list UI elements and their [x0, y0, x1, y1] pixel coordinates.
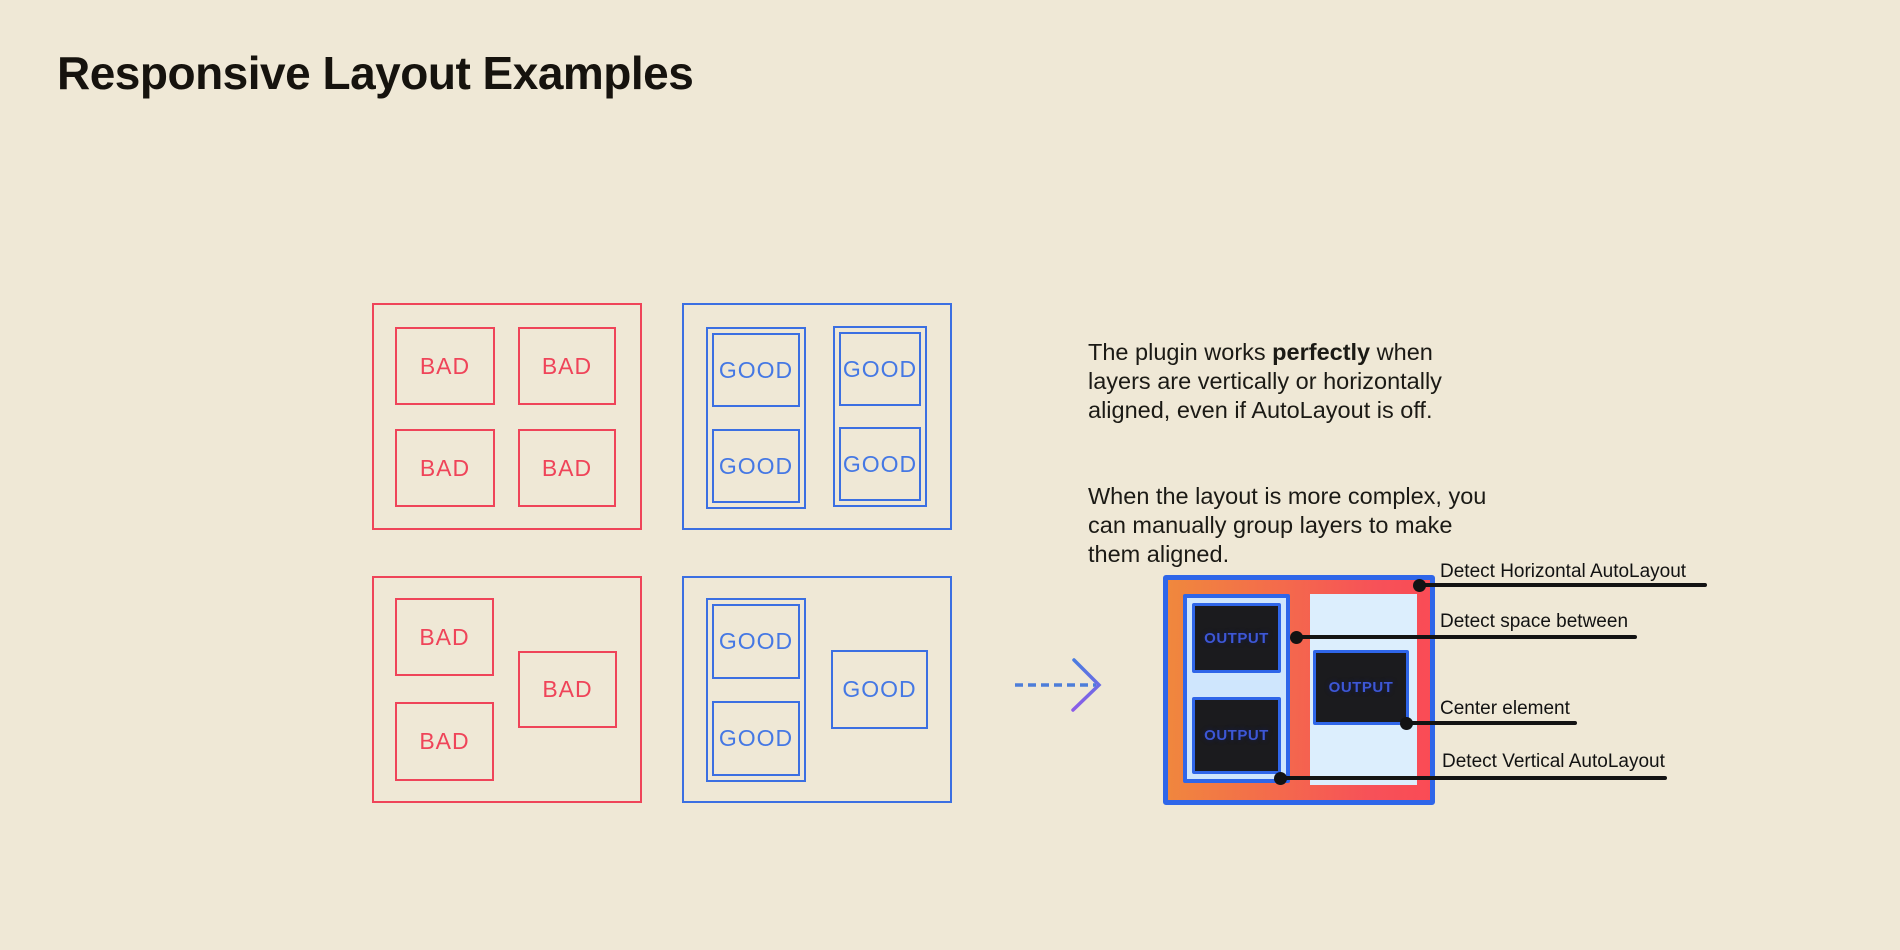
description-paragraph-1: The plugin works perfectly when layers a… — [1088, 338, 1568, 425]
good-grouped-frame: GOOD GOOD GOOD — [682, 576, 952, 803]
dashed-arrow-right-icon — [1015, 658, 1102, 712]
annotation-label-vertical-autolayout: Detect Vertical AutoLayout — [1442, 751, 1665, 772]
vertical-autolayout-group: OUTPUT OUTPUT — [1183, 594, 1290, 783]
output-box: OUTPUT — [1192, 697, 1281, 774]
description-bold-segment: perfectly — [1272, 339, 1371, 365]
description-paragraph-2: When the layout is more complex, you can… — [1088, 483, 1487, 567]
output-box: OUTPUT — [1192, 603, 1281, 673]
output-box-center: OUTPUT — [1313, 650, 1409, 725]
good-aligned-frame: GOOD GOOD GOOD GOOD — [682, 303, 952, 530]
annotation-dot — [1413, 579, 1426, 592]
description-segment: The plugin works — [1088, 339, 1273, 365]
good-group-right: GOOD GOOD — [833, 326, 927, 507]
bad-box: BAD — [518, 327, 616, 405]
annotation-line — [1297, 635, 1637, 639]
bad-box: BAD — [395, 598, 494, 676]
good-box: GOOD — [831, 650, 928, 729]
annotation-line — [1407, 721, 1577, 725]
annotation-line — [1281, 776, 1667, 780]
good-box: GOOD — [712, 701, 800, 776]
annotation-label-horizontal-autolayout: Detect Horizontal AutoLayout — [1440, 561, 1687, 582]
output-result-frame: OUTPUT OUTPUT OUTPUT — [1163, 575, 1435, 805]
good-box: GOOD — [712, 429, 800, 503]
good-group-left: GOOD GOOD — [706, 598, 806, 782]
annotation-dot — [1290, 631, 1303, 644]
page-title: Responsive Layout Examples — [57, 47, 694, 99]
bad-box: BAD — [395, 327, 495, 405]
good-group-left: GOOD GOOD — [706, 327, 806, 509]
annotation-label-center-element: Center element — [1440, 698, 1570, 719]
good-box: GOOD — [712, 604, 800, 679]
description-segment: when layers are vertically or horizontal… — [1088, 339, 1442, 423]
annotation-label-space-between: Detect space between — [1440, 611, 1629, 632]
bad-aligned-frame: BAD BAD BAD BAD — [372, 303, 642, 530]
good-box: GOOD — [712, 333, 800, 407]
good-box: GOOD — [839, 427, 921, 501]
good-box: GOOD — [839, 332, 921, 406]
bad-box: BAD — [518, 651, 617, 728]
annotation-dot — [1274, 772, 1287, 785]
description-text: The plugin works perfectly when layers a… — [1088, 309, 1568, 598]
bad-misaligned-frame: BAD BAD BAD — [372, 576, 642, 803]
bad-box: BAD — [395, 702, 494, 781]
annotation-dot — [1400, 717, 1413, 730]
bad-box: BAD — [395, 429, 495, 507]
bad-box: BAD — [518, 429, 616, 507]
annotation-line — [1420, 583, 1707, 587]
